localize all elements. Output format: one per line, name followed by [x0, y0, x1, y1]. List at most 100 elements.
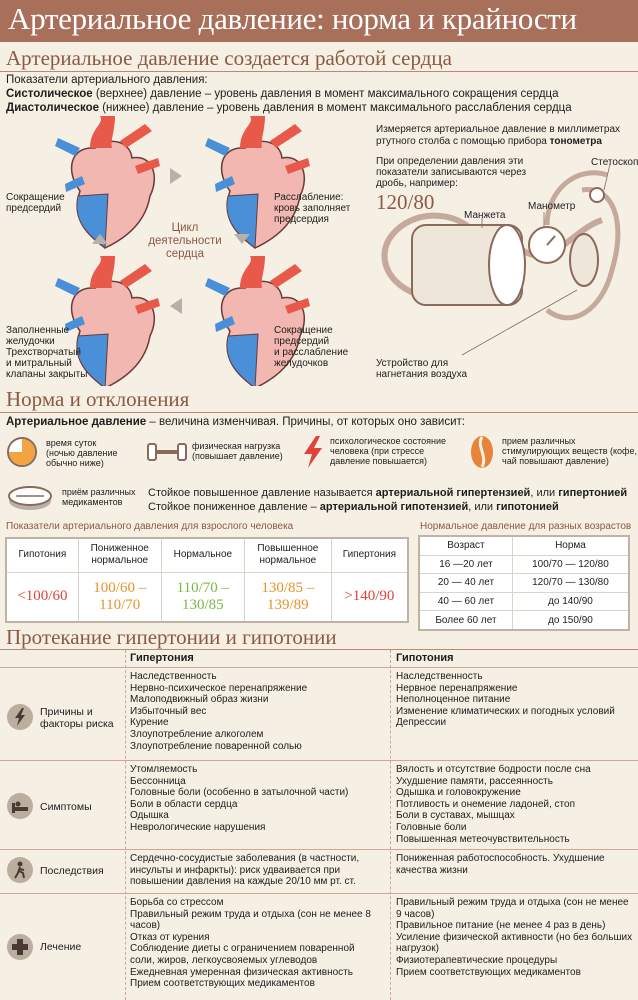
lightning-icon — [7, 704, 33, 730]
course-table: Гипертония Гипотония Причины и факторы р… — [0, 650, 638, 1000]
systolic-line: Систолическое (верхнее) давление – урове… — [6, 88, 559, 101]
col-divider — [390, 650, 391, 1000]
adult-bp-header: Гипотония — [5, 537, 79, 573]
hypertension-mid: , или — [530, 487, 559, 499]
clock-icon — [7, 437, 37, 467]
heart-cycle-center-label: Цикл деятельности сердца — [148, 222, 222, 260]
age-bp-row: 20 — 40 лет 120/70 — 130/80 — [418, 573, 630, 593]
factor-psych: психологическое состояние человека (при … — [330, 436, 447, 466]
stethoscope-tube — [544, 170, 608, 226]
dumbbell-icon — [147, 443, 187, 461]
section3-rule — [0, 649, 638, 650]
heart-label-tr: Расслабление: кровь заполняет предсердия — [274, 192, 351, 225]
section3-heading: Протекание гипертонии и гипотонии — [6, 625, 337, 649]
adult-bp-value: <100/60 — [5, 571, 79, 623]
bp-variable-line: Артериальное давление – величина изменчи… — [6, 416, 465, 429]
factor-physical: физическая нагрузка (повышает давление) — [192, 441, 283, 461]
tube — [381, 212, 475, 303]
bp-variable-desc: – величина изменчивая. Причины, от котор… — [146, 416, 465, 428]
row-divider — [0, 893, 638, 894]
row-divider — [0, 667, 638, 668]
row-divider — [0, 760, 638, 761]
age-bp-table: Возраст Норма 16 —20 лет 100/70 — 120/80… — [418, 535, 630, 631]
hypo-consequences: Пониженная работоспособность. Ухудшение … — [396, 853, 605, 876]
adult-bp-header: Нормальное — [160, 537, 245, 573]
section2-rule — [0, 412, 638, 413]
hypertension-def: Стойкое повышенное давление называется а… — [148, 487, 627, 500]
age-bp-header: Возраст — [418, 535, 513, 556]
hyper-causes: Наследственность Нервно-психическое пере… — [130, 671, 308, 752]
measure-text-1: Измеряется артериальное давление в милли… — [376, 124, 621, 135]
pill-icon — [8, 486, 52, 510]
arrow-up — [92, 234, 108, 244]
section1-rule — [0, 71, 638, 72]
measure-text-2: ртутного столба с помощью прибора тономе… — [376, 136, 602, 147]
pump-bulb — [569, 233, 599, 287]
heart-label-bl: Заполненные желудочки Трехстворчатый и м… — [6, 325, 88, 380]
adult-bp-value: >140/90 — [330, 571, 409, 623]
measure-text-2a: ртутного столба с помощью прибора — [376, 136, 550, 147]
diastolic-desc: (нижнее) давление – уровень давления в м… — [99, 102, 572, 114]
adult-bp-value: 110/70 – 130/85 — [160, 571, 245, 623]
section1-heading: Артериальное давление создается работой … — [6, 46, 452, 70]
hypotonia-term: гипотонией — [496, 501, 559, 513]
col-divider — [125, 650, 126, 1000]
hypotension-term: артериальной гипотензией — [319, 501, 469, 513]
stethoscope-head — [589, 187, 605, 203]
age-bp-header: Норма — [511, 535, 630, 556]
age-table-title: Нормальное давление для разных возрастов — [420, 521, 632, 532]
adult-bp-header: Повышенное нормальное — [243, 537, 332, 573]
adult-bp-table: Гипотония Пониженное нормальное Нормальн… — [5, 537, 409, 623]
heart-cycle-diagram — [54, 116, 311, 386]
record-text: При определении давления эти показатели … — [376, 156, 527, 189]
hypotension-mid: , или — [468, 501, 497, 513]
section2-heading: Норма и отклонения — [6, 387, 190, 411]
adult-bp-header: Гипертония — [330, 537, 409, 573]
pump-label: Устройство для нагнетания воздуха — [376, 358, 468, 380]
row-divider — [0, 849, 638, 850]
hypotension-pre: Стойкое пониженное давление – — [148, 501, 320, 513]
arrow-right — [170, 168, 182, 184]
factor-stimulants: прием различных стимулирующих веществ (к… — [502, 436, 637, 466]
adult-bp-value: 130/85 – 139/89 — [243, 571, 332, 623]
coffee-bean-icon — [471, 436, 493, 468]
hypertonia-term: гипертонией — [558, 487, 628, 499]
age-bp-row: 16 —20 лет 100/70 — 120/80 — [418, 554, 630, 575]
age-bp-row: Более 60 лет до 150/90 — [418, 610, 630, 631]
title-bar: Артериальное давление: норма и крайности — [0, 0, 638, 42]
age-bp-norm: до 150/90 — [511, 610, 630, 631]
arrow-left — [170, 298, 182, 314]
age-bp-row: 40 — 60 лет до 140/90 — [418, 591, 630, 612]
age-bp-age: 40 — 60 лет — [418, 591, 513, 612]
walking-person-icon — [7, 857, 33, 883]
adult-bp-header: Пониженное нормальное — [77, 537, 162, 573]
adult-bp-value-row: <100/60 100/60 – 110/70 110/70 – 130/85 … — [5, 571, 409, 623]
systolic-term: Систолическое — [6, 88, 93, 100]
row-label-symptoms: Симптомы — [40, 801, 92, 813]
hyper-consequences: Сердечно-сосудистые заболевания (в частн… — [130, 853, 360, 888]
bp-intro: Показатели артериального давления: — [6, 74, 208, 86]
hypo-causes: Наследственность Нервное перенапряжение … — [396, 671, 615, 729]
hypotension-def: Стойкое пониженное давление – артериальн… — [148, 501, 559, 514]
cuff-label: Манжета — [464, 210, 506, 221]
heart-label-tl: Сокращение предсердий — [6, 192, 65, 214]
hypo-treatment: Правильный режим труда и отдыха (сон не … — [396, 897, 633, 978]
age-bp-age: Более 60 лет — [418, 610, 513, 631]
systolic-desc: (верхнее) давление – уровень давления в … — [92, 88, 559, 100]
col-hyper-header: Гипертония — [130, 652, 194, 664]
row-label-causes: Причины и факторы риска — [40, 706, 114, 730]
adult-bp-value: 100/60 – 110/70 — [77, 571, 162, 623]
age-bp-header-row: Возраст Норма — [418, 535, 630, 556]
hyper-treatment: Борьба со стрессом Правильный режим труд… — [130, 897, 371, 990]
tonometer-illustration — [381, 163, 621, 356]
medical-cross-icon — [7, 934, 33, 960]
age-bp-norm: до 140/90 — [511, 591, 630, 612]
bp-example: 120/80 — [376, 190, 435, 214]
manometer-needle — [546, 235, 556, 246]
stethoscope-label: Стетоскоп — [591, 157, 638, 168]
cuff-end — [488, 224, 526, 306]
hyper-symptoms: Утомляемость Бессонница Головные боли (о… — [130, 764, 349, 833]
row-label-consequences: Последствия — [40, 865, 104, 877]
hypertension-pre: Стойкое повышенное давление называется — [148, 487, 376, 499]
heart-label-br: Сокращение предсердий и расслабление жел… — [274, 325, 349, 369]
